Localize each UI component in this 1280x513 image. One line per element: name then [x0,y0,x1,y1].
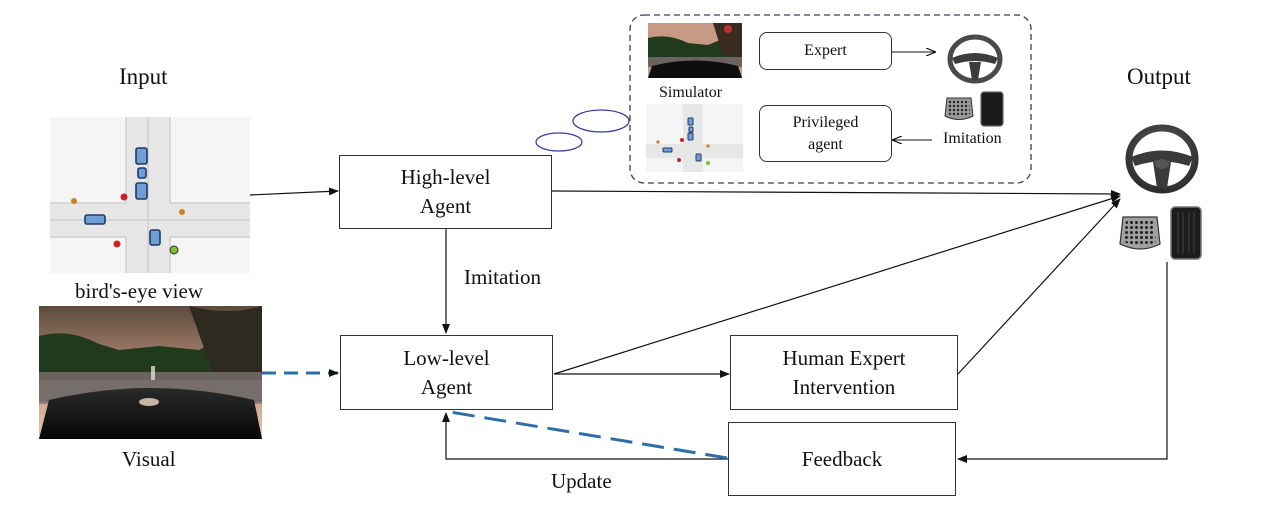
visual-camera-image [39,306,262,439]
inset-imitation-label: Imitation [943,130,1002,147]
gas-pedal-icon [980,91,1004,127]
mini-birds-eye-image [646,104,743,172]
thought-bubble-small [535,132,583,152]
visual-caption: Visual [122,447,176,471]
simulator-image [648,23,742,78]
update-label: Update [551,469,612,493]
steering-wheel-icon [1125,124,1199,194]
feedback-label: Feedback [801,446,883,471]
arrow-output-to-feedback [957,262,1168,463]
steering-wheel-icon [947,34,1003,84]
human-expert-line1: Human Expert [782,345,906,370]
gas-pedal-icon [1170,206,1202,260]
expert-label: Expert [804,42,847,59]
brake-pedal-icon [944,97,974,120]
low-level-line2: Agent [420,374,473,399]
input-label: Input [119,64,168,89]
privileged-line1: Privileged [792,113,859,131]
arrow-human-to-output [957,198,1121,375]
expert-box: Expert [759,32,892,70]
imitation-label: Imitation [464,265,541,289]
birds-eye-caption: bird's-eye view [75,279,203,303]
arrow-feedback-to-low-dashed [449,410,728,460]
brake-pedal-icon [1119,216,1161,250]
inset-container [629,14,1032,184]
privileged-agent-box: Privileged agent [759,105,892,162]
high-level-line1: High-level [400,165,491,189]
arrow-feedback-to-low-solid [442,412,729,460]
thought-bubble-large [572,109,630,133]
privileged-line2: agent [808,135,843,153]
human-expert-line2: Intervention [792,374,896,399]
output-label: Output [1127,64,1191,89]
arrow-low-to-output [553,194,1121,375]
high-level-line2: Agent [419,194,472,218]
arrow-high-to-output [551,189,1121,198]
birds-eye-view-image [50,117,250,273]
feedback-box: Feedback [728,422,956,496]
low-level-line1: Low-level [403,345,490,370]
arrow-birdseye-to-high [249,187,339,196]
simulator-caption: Simulator [659,84,723,101]
